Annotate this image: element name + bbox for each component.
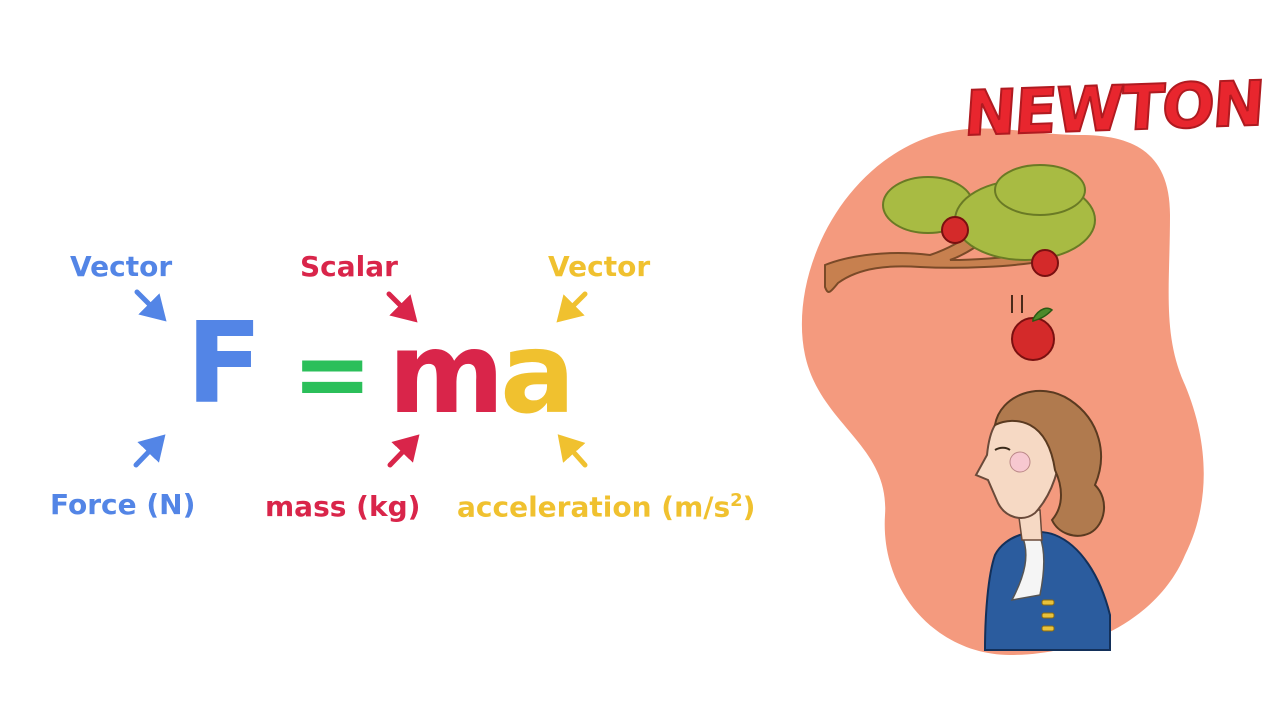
force-type-label: Vector bbox=[70, 250, 173, 283]
newton-title: NEWTON bbox=[961, 66, 1267, 151]
apple-1 bbox=[941, 216, 969, 244]
arrow-accel-top bbox=[556, 291, 588, 323]
accel-name-text: acceleration (m/s bbox=[457, 490, 731, 524]
arrow-force-top bbox=[134, 289, 167, 322]
leaves-right-top bbox=[994, 164, 1086, 216]
newton-eye bbox=[994, 446, 1011, 451]
mass-symbol: m bbox=[388, 309, 505, 439]
equation-arrows bbox=[133, 289, 588, 468]
accel-exponent: 2 bbox=[730, 490, 743, 511]
mass-type-label: Scalar bbox=[300, 250, 398, 283]
arrow-force-bottom bbox=[133, 434, 166, 468]
falling-apple bbox=[1011, 317, 1055, 361]
equals-sign: = bbox=[292, 318, 373, 430]
accel-name-label: acceleration (m/s2) bbox=[457, 490, 755, 523]
falling-apple-leaf bbox=[1032, 307, 1054, 322]
mass-name-label: mass (kg) bbox=[265, 490, 421, 523]
arrow-mass-bottom bbox=[387, 434, 420, 468]
arrow-mass-top bbox=[386, 291, 418, 323]
force-name-label: Force (N) bbox=[50, 488, 196, 521]
force-symbol: F bbox=[186, 299, 263, 429]
newton-cravat bbox=[1010, 534, 1045, 602]
newton-cheek bbox=[1009, 451, 1031, 473]
accel-symbol: a bbox=[500, 309, 576, 439]
apple-2 bbox=[1031, 249, 1059, 277]
newton-illustration bbox=[801, 128, 1204, 656]
accel-name-close: ) bbox=[742, 490, 756, 524]
falling-apple-motion bbox=[1011, 295, 1023, 313]
accel-type-label: Vector bbox=[548, 250, 651, 283]
coat-buttons bbox=[1041, 599, 1055, 632]
newton-hair bbox=[993, 390, 1105, 537]
arrow-accel-bottom bbox=[557, 434, 588, 468]
